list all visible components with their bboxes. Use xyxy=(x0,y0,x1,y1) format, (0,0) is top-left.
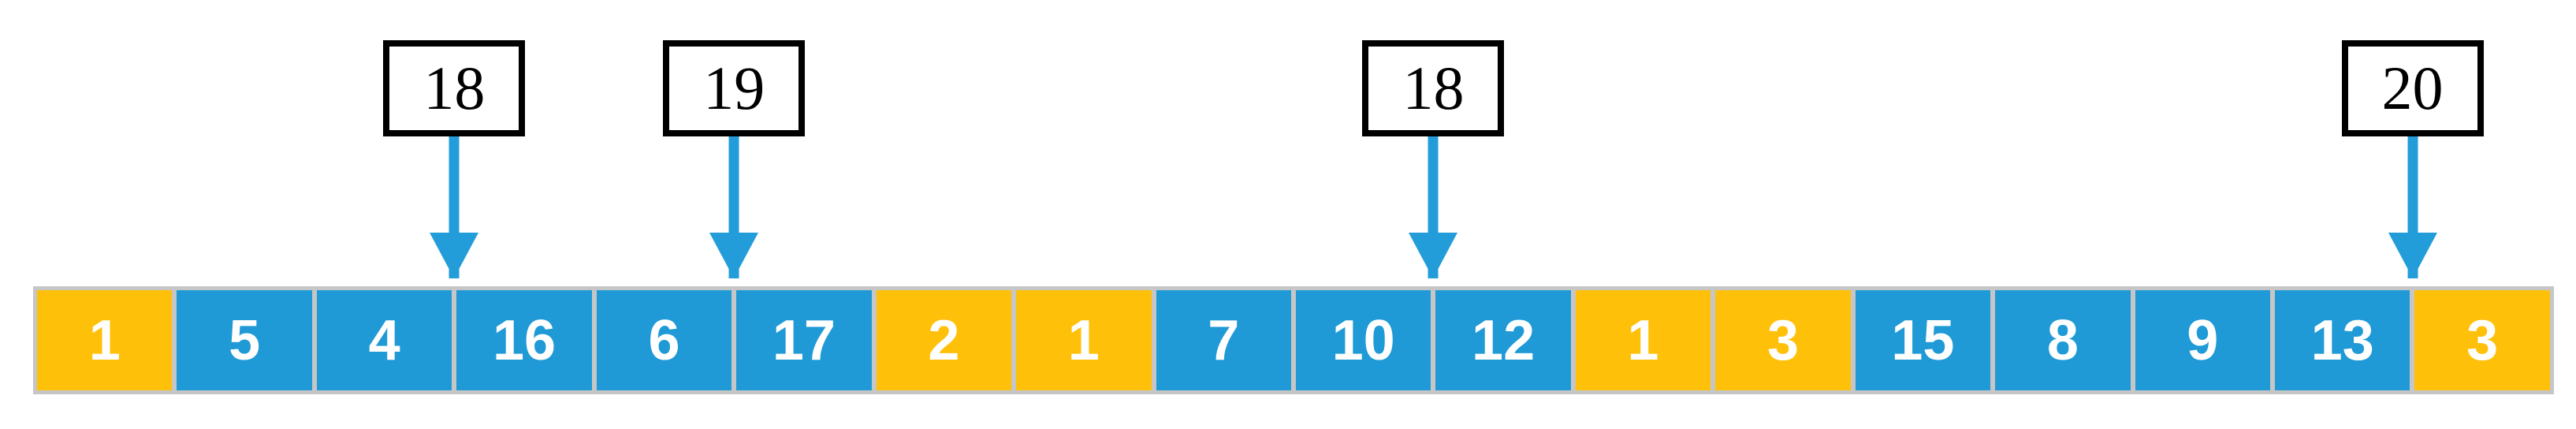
cell-value: 1 xyxy=(1627,308,1659,372)
callout-label: 19 xyxy=(703,54,765,122)
cell-value: 3 xyxy=(1766,308,1799,372)
callout-box: 19 xyxy=(663,40,806,136)
cell-value: 9 xyxy=(2187,308,2219,372)
array-cell-10: 12 xyxy=(1435,290,1571,390)
array-cell-15: 9 xyxy=(2135,290,2270,390)
callout-box: 18 xyxy=(383,40,526,136)
array-cell-0: 1 xyxy=(37,290,173,390)
array-cell-12: 3 xyxy=(1715,290,1851,390)
array-cell-3: 16 xyxy=(456,290,592,390)
cell-value: 5 xyxy=(229,308,261,372)
cell-value: 10 xyxy=(1331,308,1395,372)
cell-value: 3 xyxy=(2466,308,2499,372)
down-arrow-icon xyxy=(2388,233,2437,278)
down-arrow-icon xyxy=(430,233,479,278)
array-cell-17: 3 xyxy=(2414,290,2550,390)
cell-value: 13 xyxy=(2310,308,2374,372)
cell-value: 8 xyxy=(2046,308,2079,372)
cell-value: 4 xyxy=(368,308,400,372)
array-cell-4: 6 xyxy=(596,290,732,390)
cell-value: 2 xyxy=(928,308,960,372)
cell-value: 15 xyxy=(1891,308,1955,372)
array-cell-16: 13 xyxy=(2275,290,2410,390)
cell-value: 12 xyxy=(1472,308,1536,372)
array-cell-11: 1 xyxy=(1575,290,1711,390)
array-cell-14: 8 xyxy=(1995,290,2131,390)
down-arrow-icon xyxy=(709,233,759,278)
callout-label: 18 xyxy=(1402,54,1465,122)
array-cell-6: 2 xyxy=(876,290,1012,390)
callout-box: 18 xyxy=(1362,40,1505,136)
array-cell-1: 5 xyxy=(177,290,312,390)
array-cell-9: 10 xyxy=(1295,290,1431,390)
array-cell-5: 17 xyxy=(736,290,872,390)
array-cell-2: 4 xyxy=(316,290,452,390)
array-cell-13: 15 xyxy=(1855,290,1991,390)
cell-value: 7 xyxy=(1208,308,1240,372)
callout-label: 20 xyxy=(2381,54,2444,122)
cell-value: 1 xyxy=(1067,308,1100,372)
array-cell-7: 1 xyxy=(1016,290,1152,390)
array-strip: 1 5 4 16 6 17 2 1 7 10 12 1 3 15 8 9 13 … xyxy=(33,286,2554,394)
cell-value: 16 xyxy=(492,308,557,372)
array-cell-8: 7 xyxy=(1156,290,1291,390)
cell-value: 6 xyxy=(648,308,680,372)
down-arrow-icon xyxy=(1409,233,1458,278)
callout-label: 18 xyxy=(423,54,486,122)
cell-value: 1 xyxy=(88,308,121,372)
cell-value: 17 xyxy=(772,308,836,372)
callout-box: 20 xyxy=(2341,40,2484,136)
